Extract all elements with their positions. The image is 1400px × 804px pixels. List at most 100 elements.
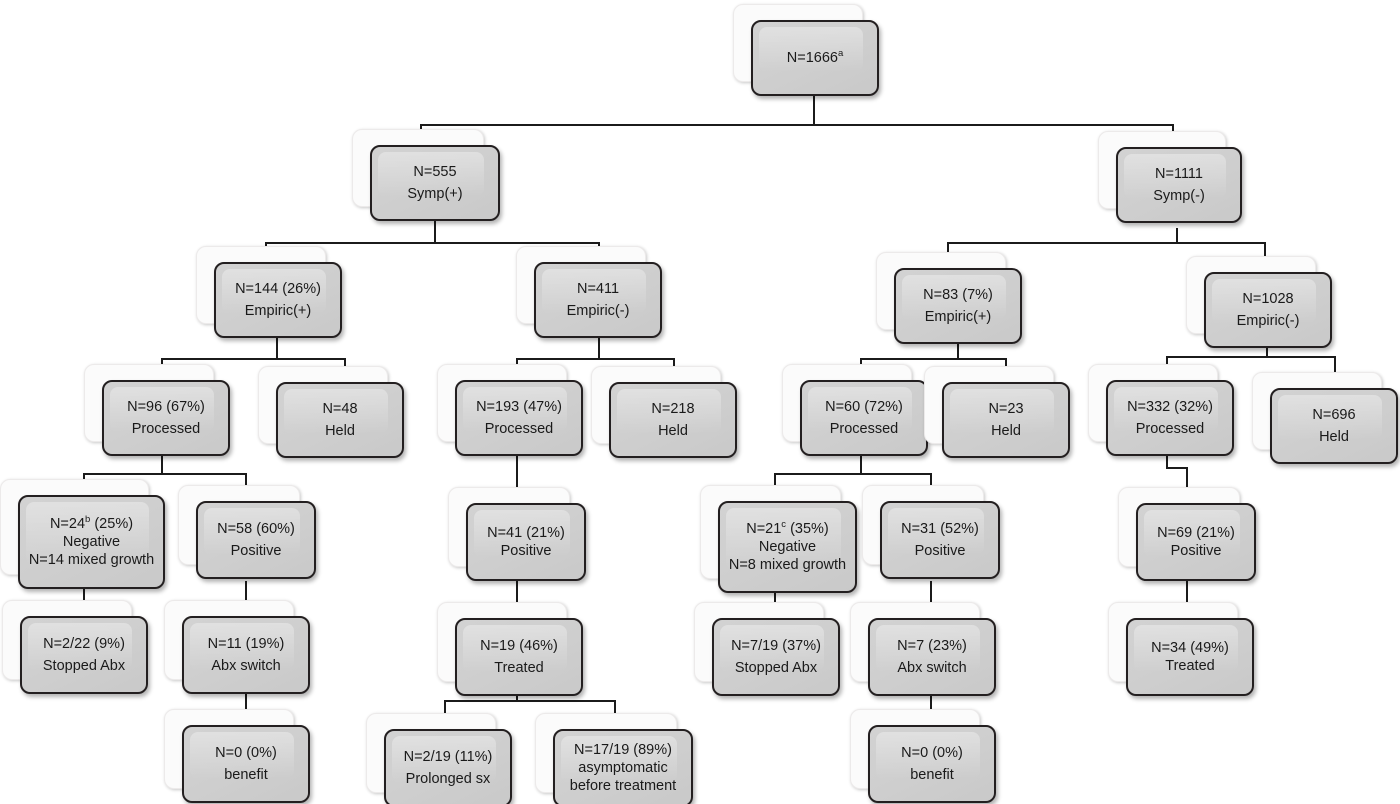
node-sp-asymptomatic-before-treatment[interactable]: N=17/19 (89%) asymptomatic before treatm… bbox=[535, 713, 693, 804]
node-sp-abx-switch[interactable]: N=11 (19%) Abx switch bbox=[164, 600, 310, 694]
node-symp-pos-empiric-pos[interactable]: N=144 (26%) Empiric(+) bbox=[196, 246, 342, 338]
node-line: N=14 mixed growth bbox=[28, 552, 155, 569]
node-total-cohort[interactable]: N=1666a bbox=[733, 4, 879, 96]
card-front: N=1666a bbox=[751, 20, 879, 96]
card-front: N=218 Held bbox=[609, 382, 737, 458]
card-front: N=0 (0%) benefit bbox=[182, 725, 310, 803]
node-sp-en-treated[interactable]: N=19 (46%) Treated bbox=[437, 602, 583, 696]
node-symp-pos-empiric-neg[interactable]: N=411 Empiric(-) bbox=[516, 246, 662, 338]
node-line: N=0 (0%) bbox=[901, 744, 963, 761]
connector bbox=[444, 700, 616, 702]
node-sn-culture-positive[interactable]: N=31 (52%) Positive bbox=[862, 485, 1000, 579]
node-line: N=7 (23%) bbox=[897, 637, 967, 654]
node-sp-en-culture-positive[interactable]: N=41 (21%) Positive bbox=[448, 487, 586, 581]
node-line: N=2/22 (9%) bbox=[43, 635, 125, 652]
node-line: Prolonged sx bbox=[405, 771, 491, 787]
node-line: N=58 (60%) bbox=[217, 520, 295, 537]
connector bbox=[420, 124, 1174, 126]
connector bbox=[83, 473, 246, 475]
node-sn-stopped-abx[interactable]: N=7/19 (37%) Stopped Abx bbox=[694, 602, 840, 696]
node-sp-culture-positive[interactable]: N=58 (60%) Positive bbox=[178, 485, 316, 579]
connector bbox=[1266, 340, 1268, 358]
node-symptomatic-positive[interactable]: N=555 Symp(+) bbox=[352, 129, 500, 221]
connector bbox=[265, 242, 600, 244]
node-sp-benefit[interactable]: N=0 (0%) benefit bbox=[164, 709, 310, 803]
node-line: Held bbox=[325, 423, 355, 439]
card-front: N=23 Held bbox=[942, 382, 1070, 458]
node-line: Positive bbox=[1170, 543, 1222, 559]
card-front: N=60 (72%) Processed bbox=[800, 380, 928, 456]
card-front: N=193 (47%) Processed bbox=[455, 380, 583, 456]
connector bbox=[516, 690, 518, 702]
node-line: asymptomatic bbox=[578, 759, 668, 776]
node-line: Abx switch bbox=[897, 660, 967, 676]
node-line: Empiric(+) bbox=[924, 309, 992, 325]
connector bbox=[1166, 356, 1334, 358]
node-line: Positive bbox=[230, 543, 282, 559]
node-sn-en-processed[interactable]: N=332 (32%) Processed bbox=[1088, 364, 1234, 456]
card-front: N=11 (19%) Abx switch bbox=[182, 616, 310, 694]
node-line: Negative bbox=[62, 533, 121, 550]
connector bbox=[930, 473, 932, 495]
node-sn-benefit[interactable]: N=0 (0%) benefit bbox=[850, 709, 996, 803]
node-sn-en-culture-positive[interactable]: N=69 (21%) Positive bbox=[1118, 487, 1256, 581]
node-sn-abx-switch[interactable]: N=7 (23%) Abx switch bbox=[850, 602, 996, 696]
connector bbox=[860, 455, 862, 475]
connector bbox=[774, 473, 931, 475]
connector bbox=[1176, 228, 1178, 244]
node-line: Empiric(+) bbox=[244, 303, 312, 319]
node-sn-en-held[interactable]: N=696 Held bbox=[1252, 372, 1398, 464]
node-line: Negative bbox=[758, 538, 817, 555]
card-front: N=7 (23%) Abx switch bbox=[868, 618, 996, 696]
card-front: N=144 (26%) Empiric(+) bbox=[214, 262, 342, 338]
node-symp-neg-empiric-pos[interactable]: N=83 (7%) Empiric(+) bbox=[876, 252, 1022, 344]
node-symptomatic-negative[interactable]: N=1111 Symp(-) bbox=[1098, 131, 1242, 223]
node-sp-culture-negative[interactable]: N=24b (25%) Negative N=14 mixed growth bbox=[0, 479, 165, 589]
node-line: N=24b (25%) bbox=[49, 513, 134, 532]
node-sp-prolonged-sx[interactable]: N=2/19 (11%) Prolonged sx bbox=[366, 713, 512, 804]
node-sn-culture-negative[interactable]: N=21c (35%) Negative N=8 mixed growth bbox=[700, 485, 857, 593]
card-front: N=555 Symp(+) bbox=[370, 145, 500, 221]
node-line: N=31 (52%) bbox=[901, 520, 979, 537]
connector bbox=[434, 220, 436, 244]
card-front: N=48 Held bbox=[276, 382, 404, 458]
card-front: N=34 (49%) Treated bbox=[1126, 618, 1254, 696]
node-line: Held bbox=[991, 423, 1021, 439]
node-line: N=96 (67%) bbox=[127, 398, 205, 415]
node-line: N=48 bbox=[322, 400, 358, 417]
node-line: N=193 (47%) bbox=[476, 398, 562, 415]
node-sn-ep-processed[interactable]: N=60 (72%) Processed bbox=[782, 364, 928, 456]
connector bbox=[774, 581, 776, 613]
node-sp-en-held[interactable]: N=218 Held bbox=[591, 366, 737, 458]
card-front: N=411 Empiric(-) bbox=[534, 262, 662, 338]
connector bbox=[930, 690, 932, 720]
card-front: N=83 (7%) Empiric(+) bbox=[894, 268, 1022, 344]
node-line: N=8 mixed growth bbox=[728, 557, 847, 574]
node-line: before treatment bbox=[569, 778, 677, 795]
card-front: N=0 (0%) benefit bbox=[868, 725, 996, 803]
node-sp-ep-processed[interactable]: N=96 (67%) Processed bbox=[84, 364, 230, 456]
node-line: N=17/19 (89%) bbox=[574, 741, 672, 758]
node-line: Symp(-) bbox=[1153, 188, 1205, 204]
node-line: N=555 bbox=[413, 163, 457, 180]
node-sp-stopped-abx[interactable]: N=2/22 (9%) Stopped Abx bbox=[2, 600, 148, 694]
card-front: N=41 (21%) Positive bbox=[466, 503, 586, 581]
node-line: benefit bbox=[910, 767, 954, 783]
card-front: N=1028 Empiric(-) bbox=[1204, 272, 1332, 348]
card-front: N=24b (25%) Negative N=14 mixed growth bbox=[18, 495, 165, 589]
node-line: N=83 (7%) bbox=[923, 286, 993, 303]
node-line: Treated bbox=[1165, 658, 1215, 674]
connector bbox=[598, 338, 600, 360]
node-line: N=23 bbox=[988, 400, 1024, 417]
node-sp-en-processed[interactable]: N=193 (47%) Processed bbox=[437, 364, 583, 456]
node-sp-ep-held[interactable]: N=48 Held bbox=[258, 366, 404, 458]
connector bbox=[947, 242, 1265, 244]
node-sn-ep-held[interactable]: N=23 Held bbox=[924, 366, 1070, 458]
node-line: N=34 (49%) bbox=[1151, 639, 1229, 656]
node-symp-neg-empiric-neg[interactable]: N=1028 Empiric(-) bbox=[1186, 256, 1332, 348]
connector bbox=[1186, 467, 1188, 495]
connector bbox=[614, 700, 616, 720]
node-sn-en-treated[interactable]: N=34 (49%) Treated bbox=[1108, 602, 1254, 696]
node-line: Abx switch bbox=[211, 658, 281, 674]
node-line: Processed bbox=[1135, 421, 1205, 437]
